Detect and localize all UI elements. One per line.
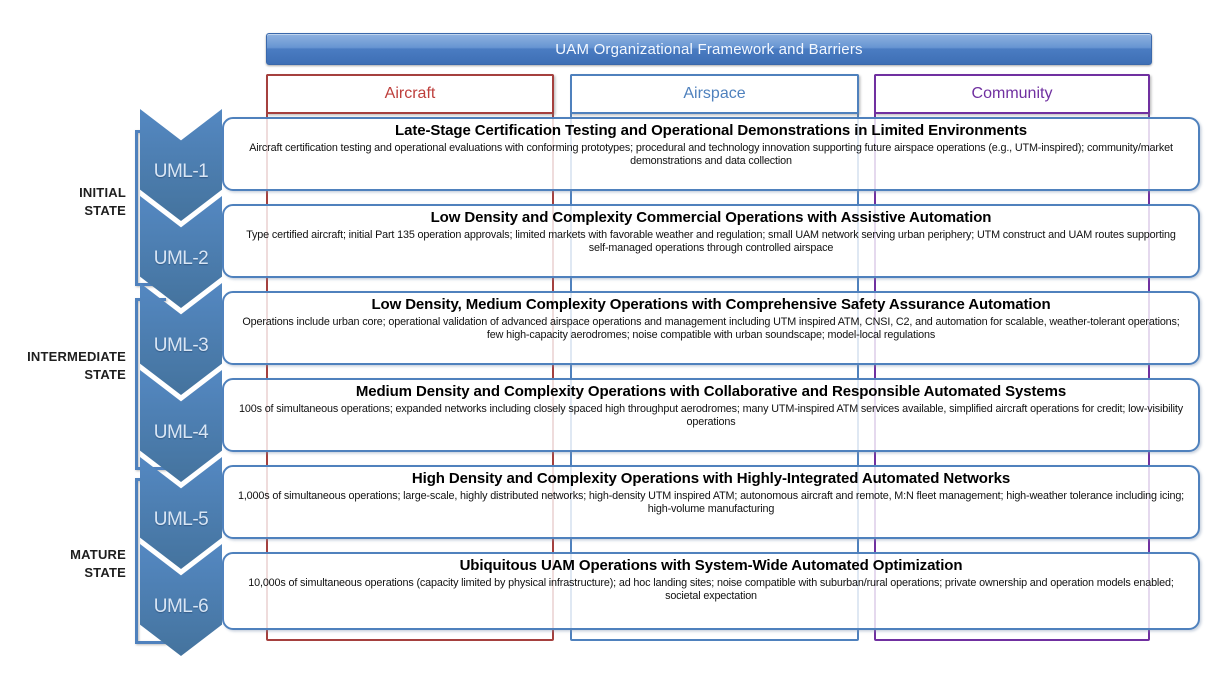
uml-4-box: Medium Density and Complexity Operations… <box>222 378 1200 452</box>
uml-1-title: Late-Stage Certification Testing and Ope… <box>395 122 1027 139</box>
uml-2-title: Low Density and Complexity Commercial Op… <box>430 209 992 226</box>
column-header-airspace: Airspace <box>570 74 859 114</box>
uml-3-description: Operations include urban core; operation… <box>242 315 1180 342</box>
uml-1-box: Late-Stage Certification Testing and Ope… <box>222 117 1200 191</box>
uml-6-box: Ubiquitous UAM Operations with System-Wi… <box>222 552 1200 630</box>
uml-4-description: 100s of simultaneous operations; expande… <box>239 402 1183 429</box>
uml-4-title: Medium Density and Complexity Operations… <box>355 383 1067 400</box>
uml-6-description: 10,000s of simultaneous operations (capa… <box>248 576 1174 603</box>
uml-3-chevron-label: UML-3 <box>153 334 209 356</box>
intermediate-state-label: INTERMEDIATE STATE <box>0 348 130 383</box>
uml-5-chevron-label: UML-5 <box>153 508 209 530</box>
column-header-aircraft: Aircraft <box>266 74 554 114</box>
mature-state-line2: STATE <box>84 564 126 580</box>
intermediate-state-line1: INTERMEDIATE <box>27 349 126 364</box>
uml-6-title: Ubiquitous UAM Operations with System-Wi… <box>459 557 963 574</box>
uml-4-chevron-label: UML-4 <box>153 421 209 443</box>
uml-3-box: Low Density, Medium Complexity Operation… <box>222 291 1200 365</box>
uml-2-chevron-label: UML-2 <box>153 247 209 269</box>
uml-2-description: Type certified aircraft; initial Part 13… <box>246 228 1176 255</box>
uml-1-description: Aircraft certification testing and opera… <box>249 141 1173 168</box>
uml-2-box: Low Density and Complexity Commercial Op… <box>222 204 1200 278</box>
initial-state-line1: INITIAL <box>79 185 126 200</box>
uml-5-title: High Density and Complexity Operations w… <box>411 470 1011 487</box>
initial-state-line2: STATE <box>84 202 126 218</box>
uml-6-chevron-label: UML-6 <box>153 595 209 617</box>
mature-state-line1: MATURE <box>70 547 126 562</box>
banner-title: UAM Organizational Framework and Barrier… <box>266 33 1152 65</box>
column-header-community: Community <box>874 74 1150 114</box>
intermediate-state-line2: STATE <box>84 366 126 382</box>
initial-state-label: INITIAL STATE <box>0 184 130 219</box>
uml-3-title: Low Density, Medium Complexity Operation… <box>371 296 1051 313</box>
uml-5-box: High Density and Complexity Operations w… <box>222 465 1200 539</box>
uml-5-description: 1,000s of simultaneous operations; large… <box>237 489 1185 516</box>
uml-1-chevron-label: UML-1 <box>153 160 209 182</box>
mature-state-label: MATURE STATE <box>0 546 130 581</box>
